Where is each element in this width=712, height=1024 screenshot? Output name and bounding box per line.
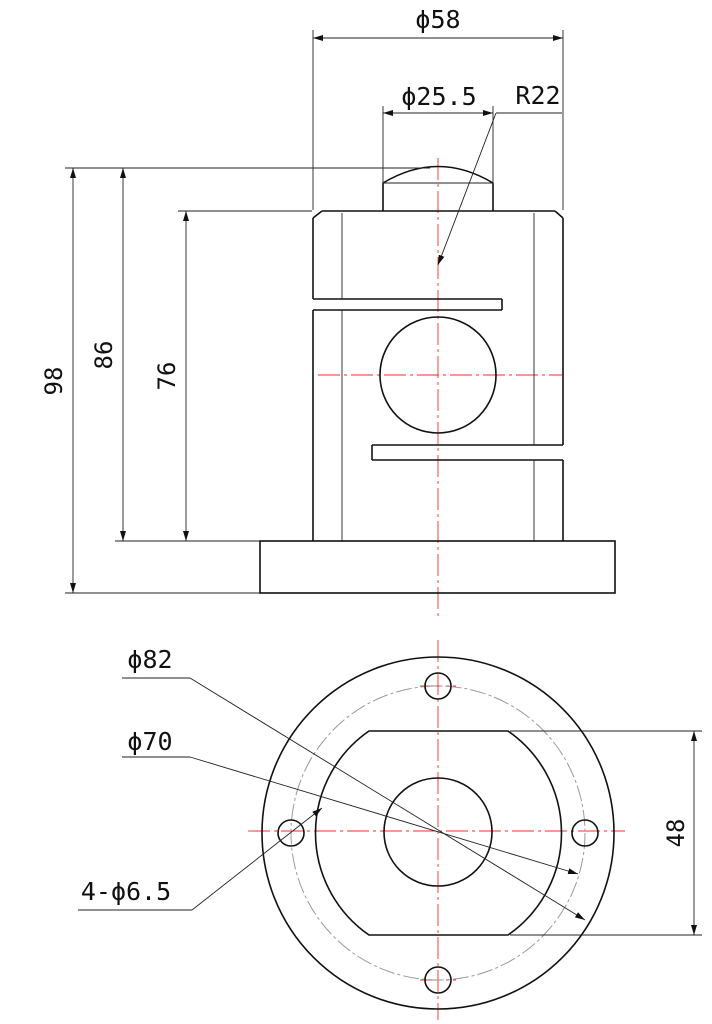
top-view: ϕ82 ϕ70 4-ϕ6.5 48 — [78, 640, 702, 1020]
load-button — [382, 165, 494, 211]
dim-flat-width: 48 — [510, 730, 702, 936]
dim-mounting-holes: 4-ϕ6.5 — [78, 807, 323, 911]
dim-outer-diameter: ϕ58 — [312, 5, 564, 210]
dim-body-height: 76 — [153, 210, 312, 541]
dim-button-diameter: ϕ25.5 — [382, 82, 494, 182]
dim-flange-diameter: ϕ82 — [122, 645, 586, 921]
dim-total-height: 98 — [40, 167, 430, 594]
through-hole — [379, 316, 497, 434]
mounting-hole-right — [571, 819, 599, 847]
dim-body-height-label: 76 — [153, 362, 181, 391]
dim-flange-diameter-label: ϕ82 — [127, 645, 172, 674]
s-beam-body — [312, 210, 564, 541]
base-plate — [259, 540, 616, 594]
dim-flat-width-label: 48 — [662, 819, 690, 848]
bolt-circle — [290, 685, 586, 981]
body-footprint — [314, 730, 563, 936]
flange-outline — [261, 656, 615, 1010]
dim-total-height-label: 98 — [40, 367, 68, 396]
dim-body-height-with-button: 86 — [90, 168, 260, 542]
dim-bolt-circle-diameter: ϕ70 — [122, 727, 579, 875]
dim-button-radius: R22 — [437, 81, 562, 266]
dim-button-radius-label: R22 — [515, 81, 560, 110]
dim-button-diameter-label: ϕ25.5 — [401, 82, 476, 111]
dim-body-height-with-button-label: 86 — [90, 341, 118, 370]
mounting-hole-left — [277, 819, 305, 847]
center-hole — [383, 777, 493, 887]
dim-mounting-holes-label: 4-ϕ6.5 — [81, 877, 171, 906]
dim-bolt-circle-diameter-label: ϕ70 — [127, 727, 172, 756]
dim-outer-diameter-label: ϕ58 — [415, 5, 460, 34]
front-view: ϕ58 ϕ25.5 R22 98 86 — [40, 5, 616, 618]
mounting-hole-bottom — [424, 966, 452, 994]
mounting-hole-top — [424, 672, 452, 700]
